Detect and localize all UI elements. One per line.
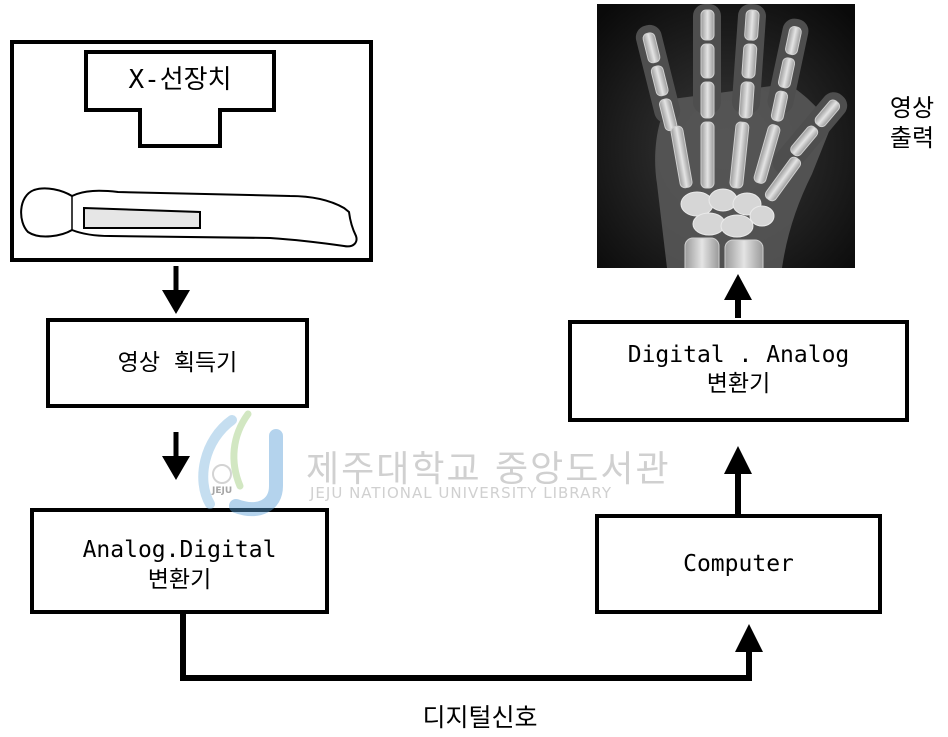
- watermark-subtitle: JEJU NATIONAL UNIVERSITY LIBRARY: [310, 484, 612, 502]
- watermark-logo-text: JEJU: [212, 486, 232, 496]
